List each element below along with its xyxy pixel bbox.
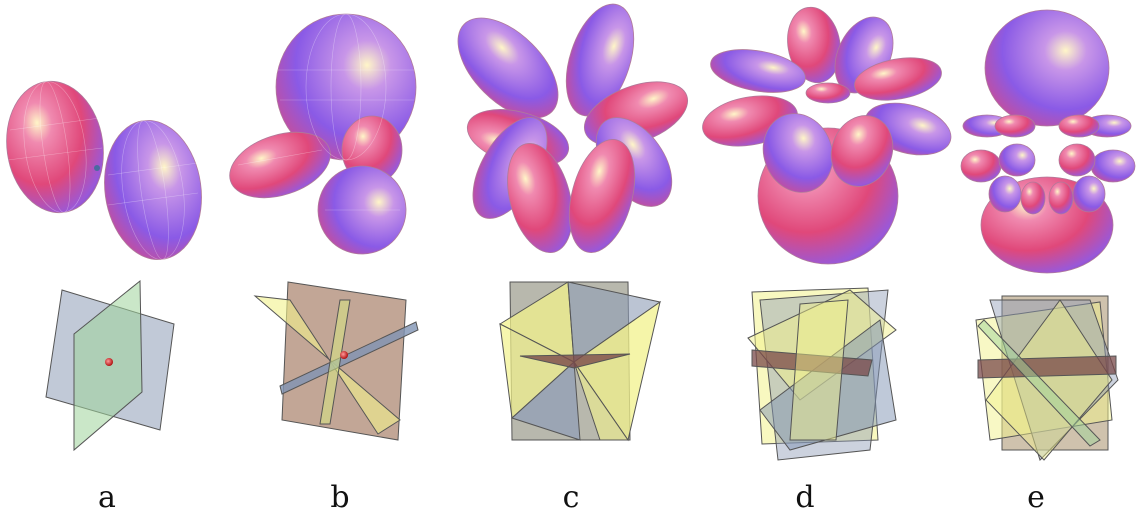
panel-b-orbital (229, 13, 417, 255)
panel-e-orbital (960, 9, 1136, 274)
panel-a-orbital (6, 80, 202, 261)
panel-a-planes (45, 279, 175, 452)
caption-e: e (1027, 480, 1045, 515)
panel-d-orbital (702, 6, 952, 265)
panel-c-orbital (457, 3, 689, 254)
panel-e-planes (975, 295, 1119, 461)
caption-a: a (98, 480, 116, 515)
panel-c-planes (498, 281, 662, 442)
caption-c: c (563, 480, 580, 515)
panel-b-planes (253, 281, 419, 441)
panel-d-planes (747, 287, 897, 461)
caption-d: d (795, 480, 814, 515)
caption-b: b (330, 480, 349, 515)
